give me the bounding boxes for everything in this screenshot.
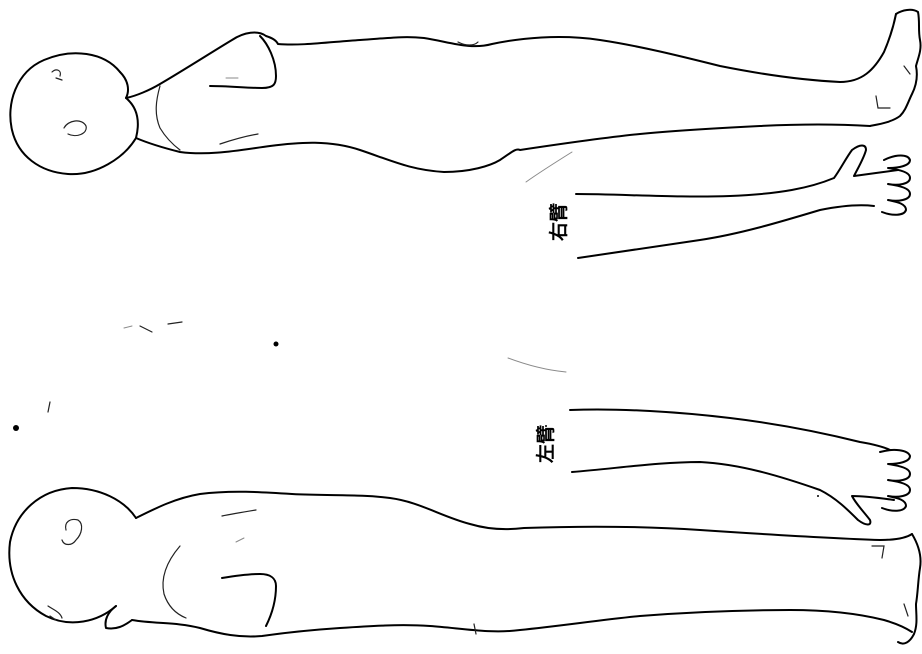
lower-body-figure (9, 488, 920, 644)
right-arm-figure (526, 146, 910, 259)
lower-figure-face (105, 606, 132, 629)
left-arm-figure (508, 358, 910, 525)
lower-figure-ear (62, 519, 82, 544)
upper-figure-toe-mark (904, 66, 910, 74)
scan-specks (13, 322, 819, 497)
upper-figure-back-contour (126, 14, 896, 98)
upper-figure-shoulder (156, 86, 180, 150)
stray-mark (140, 326, 152, 332)
lower-figure-arm-faint (236, 538, 244, 542)
right-arm-label: 右臂 (550, 197, 570, 247)
lower-figure-back-contour (136, 492, 912, 540)
right-arm-fingers (882, 156, 910, 215)
speck (274, 342, 279, 347)
upper-figure-ear (64, 121, 86, 136)
upper-figure-head (10, 53, 136, 174)
lower-figure-head (9, 488, 136, 622)
left-arm-bottom-contour (572, 462, 894, 525)
left-arm-top-contour (570, 409, 890, 450)
upper-figure-arm (210, 36, 276, 88)
lower-figure-shoulder (163, 546, 186, 618)
right-arm-top-contour (576, 146, 898, 197)
lower-figure-arm-crease (222, 510, 256, 516)
lower-figure-heel-mark (872, 546, 884, 558)
speck (13, 425, 19, 431)
lower-figure-knee (474, 624, 476, 634)
lower-figure-toe-mark (904, 604, 908, 616)
stray-mark (48, 402, 50, 412)
stray-mark (168, 322, 182, 324)
left-arm-label: 左臂 (537, 419, 557, 469)
upper-figure-nose (52, 70, 62, 80)
upper-figure-front-contour (136, 125, 870, 173)
stray-mark (124, 326, 132, 328)
right-arm-ghost-line (526, 152, 572, 182)
speck (817, 495, 819, 497)
left-arm-fingers (880, 450, 910, 511)
upper-body-figure (10, 10, 920, 174)
lower-figure-arm (222, 574, 276, 626)
upper-figure-arm-crease (220, 134, 258, 144)
right-arm-bottom-contour (578, 205, 874, 258)
lower-figure-front-contour (132, 610, 912, 637)
upper-figure-face (120, 72, 138, 138)
upper-figure-heel-mark (876, 96, 890, 108)
left-arm-ghost-line (508, 358, 566, 372)
